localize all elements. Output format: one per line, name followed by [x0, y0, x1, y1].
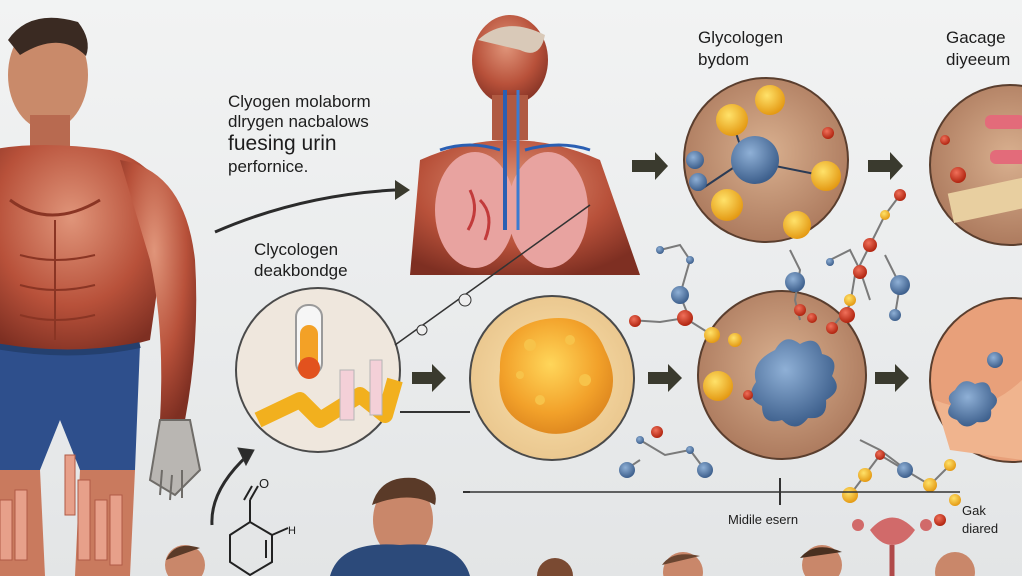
connector-lines	[210, 204, 960, 526]
intro-text-line-3: fuesing urin	[228, 132, 337, 155]
intro-text-line-2: dlrygen nacbalows	[228, 112, 369, 131]
chem-oxygen-label: O	[259, 476, 270, 491]
process-arrows	[214, 152, 909, 392]
molecule-circle-top	[683, 77, 849, 243]
chem-hydrogen-label: H	[288, 525, 296, 537]
gacage-title-line-2: diyeeum	[946, 50, 1011, 69]
midile-label: Midile esern	[728, 512, 799, 527]
gak-label-line-1: Gak	[962, 503, 986, 518]
intro-text-line-4: perfornice.	[228, 157, 309, 176]
test-tube-circle	[235, 287, 403, 453]
glycologen-title-line-2: bydom	[698, 50, 750, 69]
molecule-circle-lower-right	[929, 297, 1022, 463]
clycologen-label-line-1: Clycologen	[254, 240, 339, 259]
organ-illustration	[852, 517, 932, 576]
anatomy-torso-lungs	[410, 15, 640, 275]
athlete-anatomy-figure	[0, 17, 202, 576]
bottom-people	[165, 477, 975, 576]
molecule-circle-middle	[697, 290, 867, 460]
gak-label-line-2: diared	[962, 521, 999, 536]
molecule-circle-top-right	[929, 84, 1022, 246]
clycologen-label-line-2: deakbondge	[254, 261, 348, 280]
glycogen-granule-circle	[469, 295, 635, 461]
gacage-title-line-1: Gacage	[946, 28, 1006, 47]
glycologen-title-line-1: Glycologen	[698, 28, 784, 47]
molecule-nodes	[619, 189, 961, 526]
intro-text-line-1: Clyogen molaborm	[228, 92, 371, 111]
chemical-structure	[229, 485, 289, 576]
